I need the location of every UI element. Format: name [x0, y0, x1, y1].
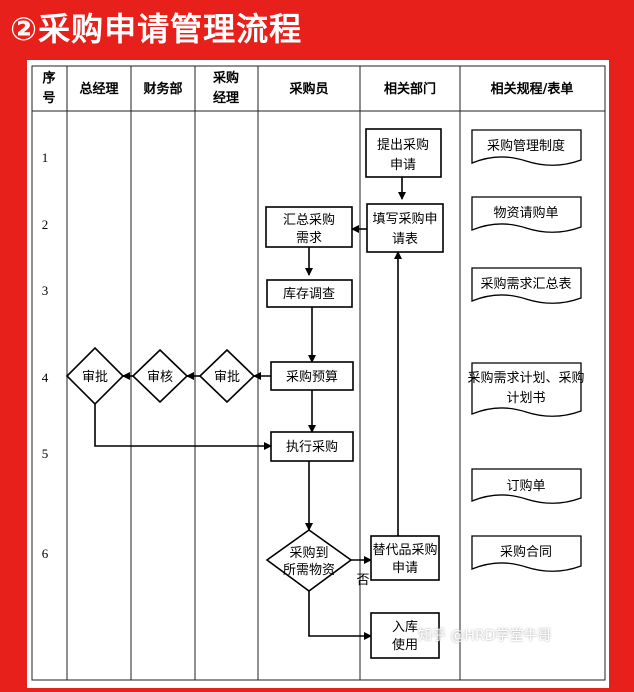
doc-demand-summary: 采购需求汇总表	[471, 267, 582, 304]
svg-text:采购需求汇总表: 采购需求汇总表	[480, 276, 571, 292]
node-finance-review: 审核	[131, 348, 189, 404]
node-warehouse-use: 入库 使用	[370, 612, 440, 659]
svg-text:提出采购: 提出采购	[377, 137, 429, 153]
svg-text:请表: 请表	[392, 232, 418, 247]
node-summarize-demand: 汇总采购 需求	[265, 206, 353, 248]
svg-text:审批: 审批	[214, 370, 240, 385]
svg-text:采购合同: 采购合同	[500, 544, 552, 560]
node-gm-approval: 审批	[65, 346, 125, 406]
header-buyer: 采购员	[288, 81, 328, 97]
svg-text:审批: 审批	[82, 370, 108, 385]
svg-text:物资请购单: 物资请购单	[493, 205, 558, 221]
svg-text:计划书: 计划书	[506, 391, 545, 406]
svg-text:需求: 需求	[296, 231, 322, 246]
svg-text:采购需求计划、采购: 采购需求计划、采购	[467, 370, 584, 386]
header-finance: 财务部	[143, 81, 182, 97]
header-purchasing-manager-line2: 经理	[213, 90, 239, 106]
doc-demand-plan: 采购需求计划、采购 计划书	[467, 362, 585, 417]
svg-text:执行采购: 执行采购	[286, 439, 338, 455]
step-number-4: 4	[42, 370, 49, 385]
header-seq-line2: 号	[42, 91, 55, 106]
table-border	[31, 65, 606, 681]
page-title: ②采购申请管理流程	[10, 10, 303, 48]
svg-text:申请: 申请	[392, 561, 418, 576]
svg-text:替代品采购: 替代品采购	[372, 542, 437, 558]
svg-text:所需物资: 所需物资	[283, 563, 335, 578]
step-number-1: 1	[42, 150, 49, 165]
doc-requisition-form: 物资请购单	[471, 196, 582, 233]
svg-text:采购预算: 采购预算	[286, 369, 338, 385]
node-pm-approval: 审批	[198, 348, 256, 404]
node-execute-purchase: 执行采购	[270, 431, 354, 462]
step-number-5: 5	[42, 446, 49, 461]
header-purchasing-manager-line1: 采购	[212, 70, 239, 86]
arrow-decision-to-warehouse	[308, 591, 372, 640]
step-number-3: 3	[42, 283, 49, 298]
arrow-gm-to-execute	[94, 404, 272, 450]
header-general-manager: 总经理	[79, 81, 118, 97]
flowchart-panel: .t { font-family: "DejaVu Sans", sans-se…	[27, 60, 609, 688]
node-fill-request-form: 填写采购申 请表	[366, 203, 444, 253]
doc-purchase-contract: 采购合同	[471, 535, 582, 572]
header-seq-line1: 序	[42, 70, 55, 86]
node-goods-available-decision: 采购到 所需物资	[265, 529, 353, 592]
svg-text:使用: 使用	[392, 637, 418, 653]
doc-purchase-order: 订购单	[471, 468, 582, 504]
node-inventory-check: 库存调查	[266, 279, 353, 308]
svg-text:采购到: 采购到	[289, 545, 328, 561]
flowchart: .t { font-family: "DejaVu Sans", sans-se…	[31, 65, 606, 681]
header-related-docs: 相关规程/表单	[491, 81, 574, 97]
header-related-dept: 相关部门	[384, 81, 436, 97]
svg-text:审核: 审核	[147, 370, 173, 385]
svg-text:填写采购申: 填写采购申	[372, 211, 437, 227]
svg-text:库存调查: 库存调查	[283, 286, 335, 302]
svg-text:申请: 申请	[390, 158, 416, 173]
watermark: 知乎 @HRD学堂牛哥	[418, 628, 552, 644]
step-number-6: 6	[42, 546, 49, 561]
svg-text:汇总采购: 汇总采购	[283, 212, 335, 228]
svg-text:订购单: 订购单	[506, 478, 545, 494]
svg-text:采购管理制度: 采购管理制度	[487, 138, 565, 154]
svg-text:入库: 入库	[392, 619, 418, 635]
node-substitute-request: 替代品采购 申请	[370, 535, 440, 581]
doc-procurement-policy: 采购管理制度	[471, 129, 582, 166]
node-purchase-budget: 采购预算	[270, 361, 354, 391]
node-propose-request: 提出采购 申请	[365, 128, 442, 178]
step-number-2: 2	[42, 217, 49, 232]
label-no: 否	[356, 573, 369, 588]
